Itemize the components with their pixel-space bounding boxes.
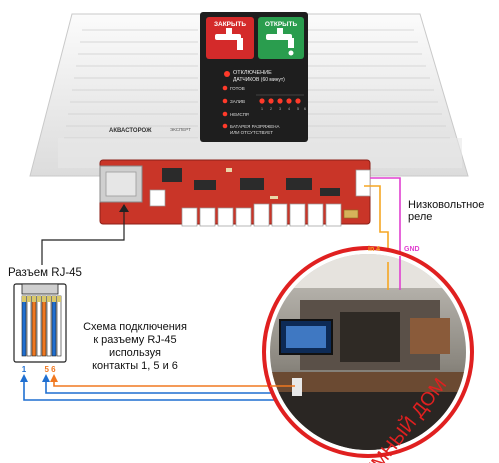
relay-line1: Низковольтное (408, 199, 484, 211)
pin1-wire (23, 376, 290, 401)
scheme-line3: используя (109, 347, 161, 359)
open-label: ОТКРЫТЬ (265, 21, 298, 28)
zone-number: 4 (288, 107, 290, 111)
pins56-label: 5 6 (44, 365, 56, 374)
fault-label: НЕИСПР. (230, 112, 249, 117)
relay-line2: реле (408, 211, 432, 223)
tap-closed-icon (215, 28, 243, 50)
sensor-led (224, 71, 230, 77)
brand-logo: АКВАСТОРОЖ (109, 128, 152, 134)
battery-led (222, 123, 228, 129)
pin5-wire (45, 376, 290, 394)
scheme-line2: к разъему RJ-45 (93, 334, 176, 346)
gnd-label: GND (404, 246, 420, 253)
pointer-arrow (41, 206, 125, 265)
pin6-wire (53, 376, 290, 387)
close-label: ЗАКРЫТЬ (214, 21, 246, 28)
in4-label: in 4 (368, 246, 380, 253)
pin1-label: 1 (22, 365, 27, 374)
terminal-blocks (149, 169, 371, 227)
sensor-disable-line2: ДАТЧИКОВ (60 минут) (233, 77, 285, 83)
battery-line1: БАТАРЕЯ РАЗРЯЖЕНА (230, 124, 280, 129)
living-room-photo (270, 254, 466, 450)
zone-number: 3 (279, 107, 281, 111)
zone-number: 5 (297, 107, 299, 111)
tap-open-icon (266, 28, 294, 56)
usb-port (343, 209, 359, 219)
sensor-disable-line1: ОТКЛЮЧЕНИЕ (233, 70, 272, 76)
rj45-connector (13, 283, 67, 363)
zone-number: 2 (270, 107, 272, 111)
zone-number: 6 (304, 107, 306, 111)
scheme-line4: контакты 1, 5 и 6 (92, 360, 178, 372)
leak-label: ЗАЛИВ (230, 99, 245, 104)
zone-leds (259, 98, 301, 104)
scheme-line1: Схема подключения (83, 321, 187, 333)
fault-led (222, 111, 228, 117)
leak-led (222, 98, 228, 104)
ready-label: ГОТОВ (230, 86, 245, 91)
zone-number: 1 (261, 107, 263, 111)
rj45-title: Разъем RJ-45 (8, 267, 82, 279)
ready-led (222, 85, 228, 91)
model-label: ЭКСПЕРТ (170, 127, 191, 132)
battery-line2: ИЛИ ОТСУТСТВУЕТ (230, 130, 273, 135)
